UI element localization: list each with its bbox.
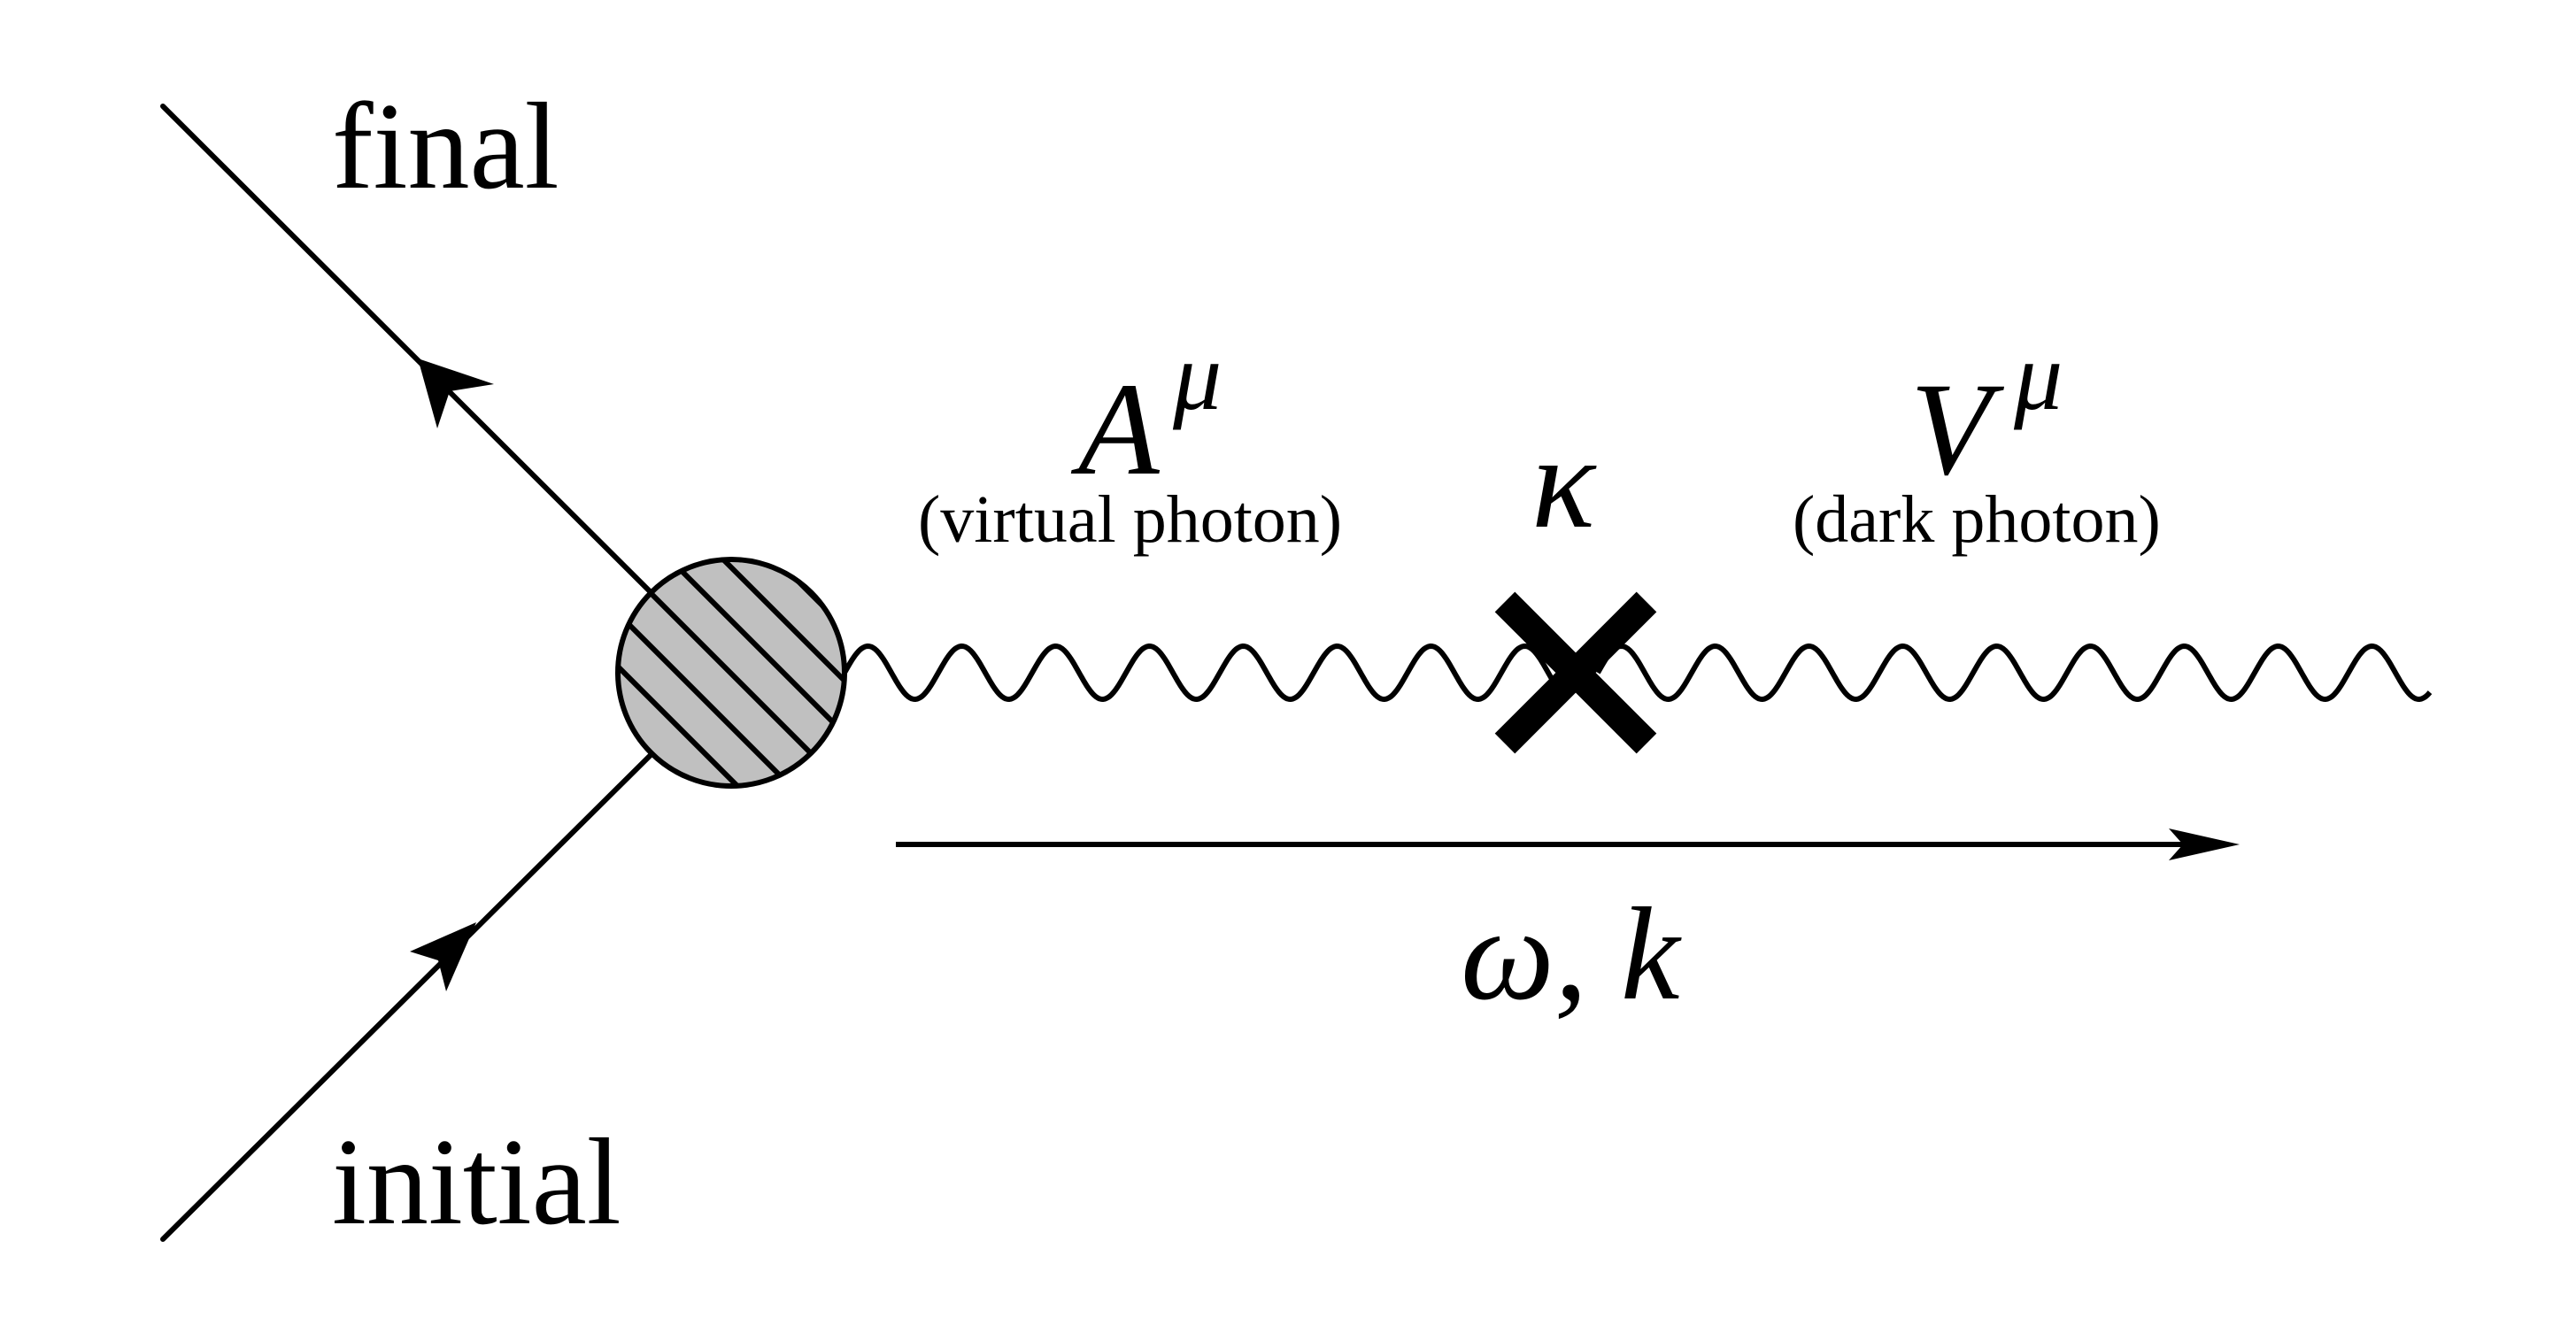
a-field-superscript: μ bbox=[1172, 322, 1222, 430]
momentum-arrowhead bbox=[2169, 828, 2240, 860]
v-field-label: V bbox=[1910, 356, 2005, 503]
initial-label: initial bbox=[332, 1114, 621, 1251]
initial-fermion-line bbox=[160, 751, 654, 1242]
dark-photon-line bbox=[1595, 644, 2433, 702]
final-fermion-line bbox=[160, 104, 654, 596]
a-field-label: A bbox=[1070, 356, 1161, 503]
mixing-cross-icon bbox=[1494, 591, 1657, 754]
virtual-photon-caption: (virtual photon) bbox=[918, 482, 1342, 557]
final-arrowhead bbox=[418, 358, 494, 428]
initial-arrowhead bbox=[410, 922, 476, 991]
virtual-photon-line bbox=[842, 644, 1555, 702]
v-field-superscript: μ bbox=[2013, 322, 2063, 430]
vertex-blob bbox=[615, 557, 847, 789]
dark-photon-caption: (dark photon) bbox=[1793, 482, 2161, 557]
final-label: final bbox=[332, 78, 559, 215]
kappa-label: κ bbox=[1531, 409, 1597, 556]
momentum-label: ω, k bbox=[1461, 881, 1682, 1028]
